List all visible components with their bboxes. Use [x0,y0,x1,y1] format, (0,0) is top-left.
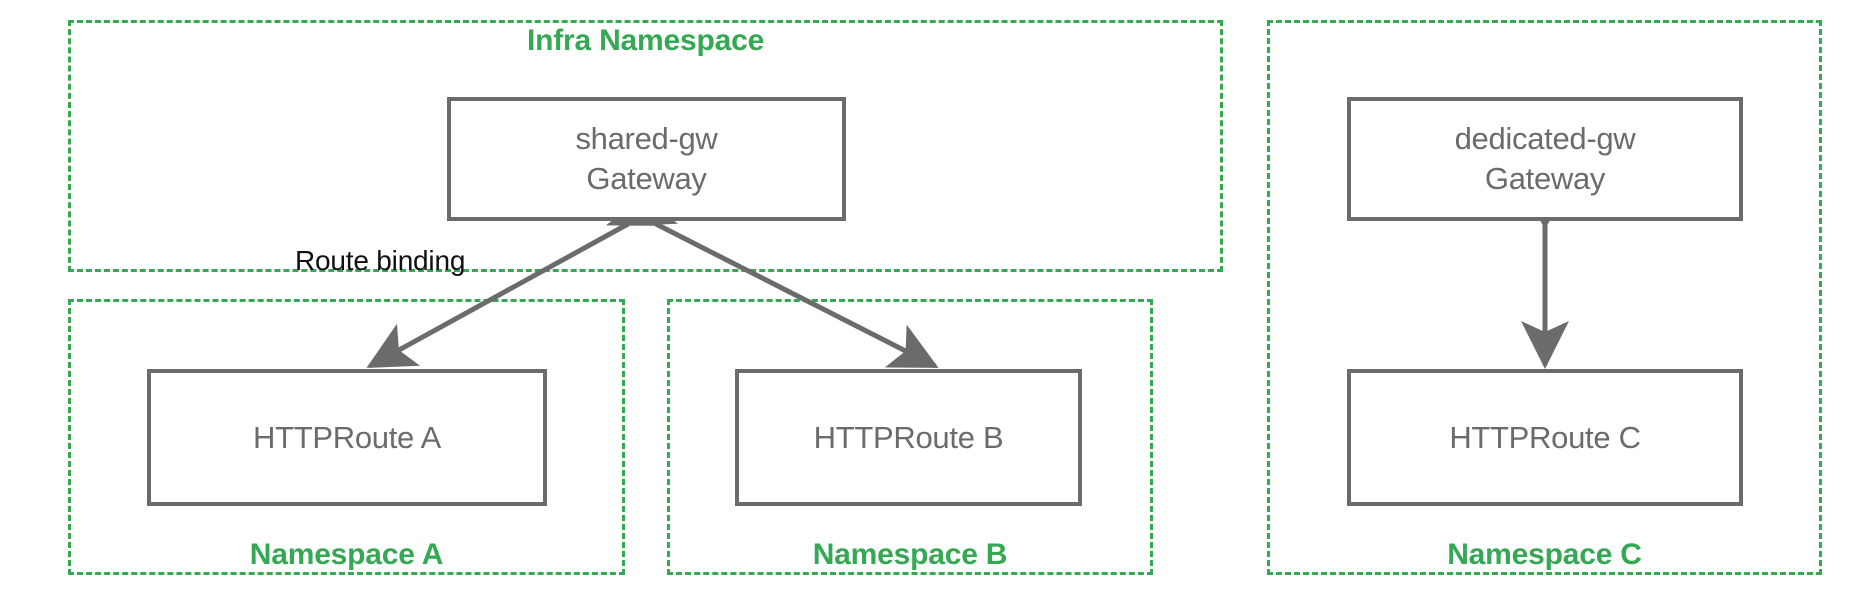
node-httproute-b[interactable]: HTTPRoute B [735,369,1082,506]
namespace-box-a [68,299,625,575]
namespace-label-a: Namespace A [249,538,444,571]
node-httproute-a[interactable]: HTTPRoute A [147,369,547,506]
node-httproute-c[interactable]: HTTPRoute C [1347,369,1743,506]
namespace-box-c [1267,20,1822,575]
node-dedicated-gw-kind: Gateway [1484,161,1606,196]
namespace-label-c: Namespace C [1447,538,1642,571]
node-shared-gw-name: shared-gw [575,121,718,157]
edge-label-route-binding: Route binding [295,245,466,276]
namespace-label-infra: Infra Namespace [526,24,765,57]
node-shared-gw[interactable]: shared-gw Gateway [447,97,846,221]
node-dedicated-gw-name: dedicated-gw [1454,121,1636,157]
node-dedicated-gw[interactable]: dedicated-gw Gateway [1347,97,1743,221]
node-httproute-b-name: HTTPRoute B [813,419,1004,455]
node-httproute-a-name: HTTPRoute A [253,419,441,455]
node-httproute-c-name: HTTPRoute C [1449,419,1641,455]
node-shared-gw-kind: Gateway [586,161,707,196]
namespace-label-b: Namespace B [812,538,1008,571]
